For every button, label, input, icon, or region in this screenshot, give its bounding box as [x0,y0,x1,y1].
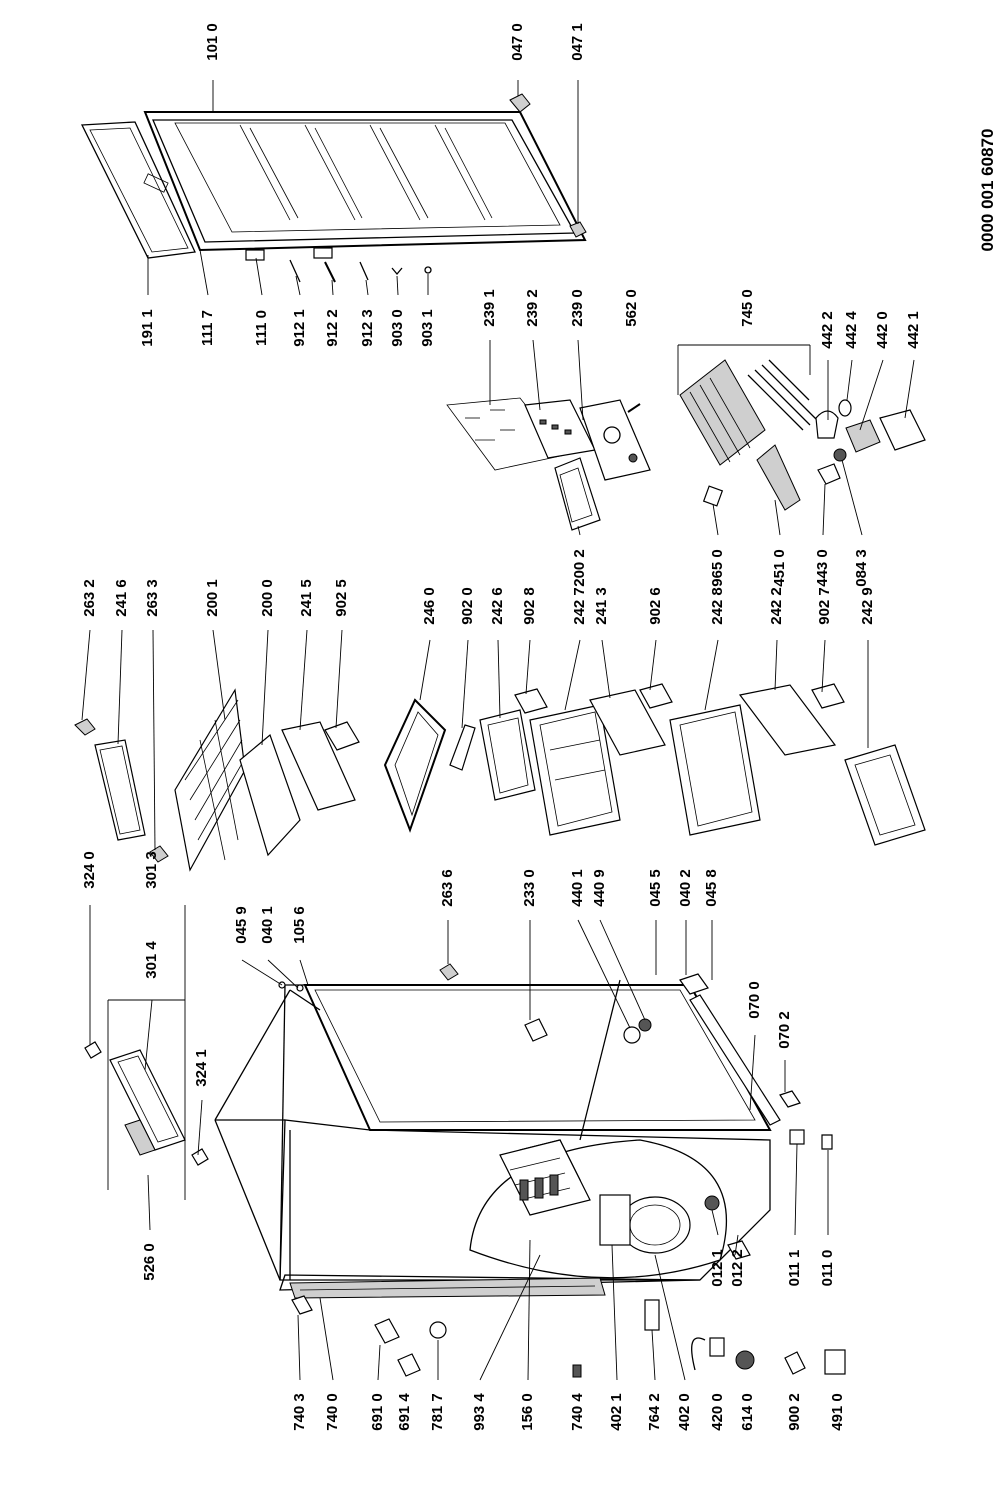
part-label-4409: 440 9 [591,869,608,907]
part-label-2429: 242 9 [859,587,876,625]
part-label-9025: 902 5 [333,579,350,617]
part-label-2330: 233 0 [521,869,538,907]
part-label-7404: 740 4 [569,1393,586,1431]
part-label-9031: 903 1 [419,309,436,347]
part-label-0459: 045 9 [233,906,250,944]
part-label-4401: 440 1 [569,869,586,907]
part-label-4430: 443 0 [814,549,831,587]
part-label-5260: 526 0 [141,1243,158,1281]
part-label-4021: 402 1 [608,1393,625,1431]
part-label-1056: 105 6 [291,906,308,944]
part-label-2428: 242 8 [709,587,726,625]
part-label-0702: 070 2 [776,1011,793,1049]
part-label-2416: 241 6 [113,579,130,617]
part-label-2392: 239 2 [524,289,541,327]
part-label-0401: 040 1 [259,906,276,944]
part-label-1117: 111 7 [199,310,216,346]
part-label-4020: 402 0 [676,1393,693,1431]
part-label-7642: 764 2 [646,1393,663,1431]
baskets-and-shelves [74,683,926,872]
part-label-2000: 200 0 [259,579,276,617]
part-label-9121: 912 1 [291,309,308,347]
part-label-7400: 740 0 [324,1393,341,1431]
part-label-9122: 912 2 [324,309,341,347]
part-label-2413: 241 3 [593,587,610,625]
part-label-6140: 614 0 [739,1393,756,1431]
part-label-2632: 263 2 [81,579,98,617]
part-label-1010: 101 0 [204,23,221,61]
part-label-1911: 191 1 [139,309,156,347]
part-label-2427: 242 7 [571,587,588,625]
part-label-3014: 301 4 [143,941,160,979]
part-labels: 101 0 047 0 047 1 191 1 111 7 111 0 912 1 912 2… [81,23,922,1431]
part-label-2415: 241 5 [298,579,315,617]
part-label-9026: 902 6 [647,587,664,625]
part-label-9030: 903 0 [389,309,406,347]
part-label-3013: 301 3 [143,851,160,889]
part-label-0470: 047 0 [509,23,526,61]
part-label-2460: 246 0 [421,587,438,625]
part-label-0122: 012 2 [729,1249,746,1287]
part-label-4200: 420 0 [709,1393,726,1431]
cabinet-body [84,963,846,1378]
part-label-4422: 442 2 [819,311,836,349]
part-label-2001: 200 1 [204,579,221,617]
part-label-9123: 912 3 [359,309,376,347]
part-label-2633: 263 3 [144,579,161,617]
part-label-4420: 442 0 [874,311,891,349]
document-number: 0000 001 60870 [978,129,997,252]
part-label-0843: 084 3 [853,549,870,587]
part-label-9020: 902 0 [459,587,476,625]
part-label-5620: 562 0 [623,289,640,327]
part-label-1560: 156 0 [519,1393,536,1431]
electrical-components [446,359,926,531]
part-label-9027: 902 7 [816,587,833,625]
part-label-0700: 070 0 [746,981,763,1019]
part-label-9934: 993 4 [471,1393,488,1431]
part-label-9650: 965 0 [709,549,726,587]
part-label-4510: 451 0 [771,549,788,587]
part-label-0458: 045 8 [703,869,720,907]
door-assembly [80,93,587,283]
part-label-3240: 324 0 [81,851,98,889]
part-label-2636: 263 6 [439,869,456,907]
part-label-0121: 012 1 [709,1249,726,1287]
part-label-0402: 040 2 [677,869,694,907]
part-label-2390: 239 0 [569,289,586,327]
part-label-6914: 691 4 [396,1393,413,1431]
part-label-7403: 740 3 [291,1393,308,1431]
part-label-7817: 781 7 [429,1393,446,1431]
part-label-0455: 045 5 [647,869,664,907]
part-label-2426: 242 6 [489,587,506,625]
part-label-6910: 691 0 [369,1393,386,1431]
part-label-4910: 491 0 [829,1393,846,1431]
part-label-2391: 239 1 [481,289,498,327]
part-label-9028: 902 8 [521,587,538,625]
part-label-9002: 900 2 [786,1393,803,1431]
part-label-7450: 745 0 [739,289,756,327]
part-label-1110: 111 0 [253,310,270,346]
part-label-0471: 047 1 [569,23,586,61]
part-label-2422: 242 2 [768,587,785,625]
leader-lines [81,80,915,1381]
part-label-3241: 324 1 [193,1049,210,1087]
part-label-2002: 200 2 [571,549,588,587]
part-label-0110: 011 0 [819,1250,836,1287]
part-label-4424: 442 4 [843,311,860,349]
part-label-4421: 442 1 [905,311,922,349]
part-label-0111: 011 1 [786,1250,803,1287]
